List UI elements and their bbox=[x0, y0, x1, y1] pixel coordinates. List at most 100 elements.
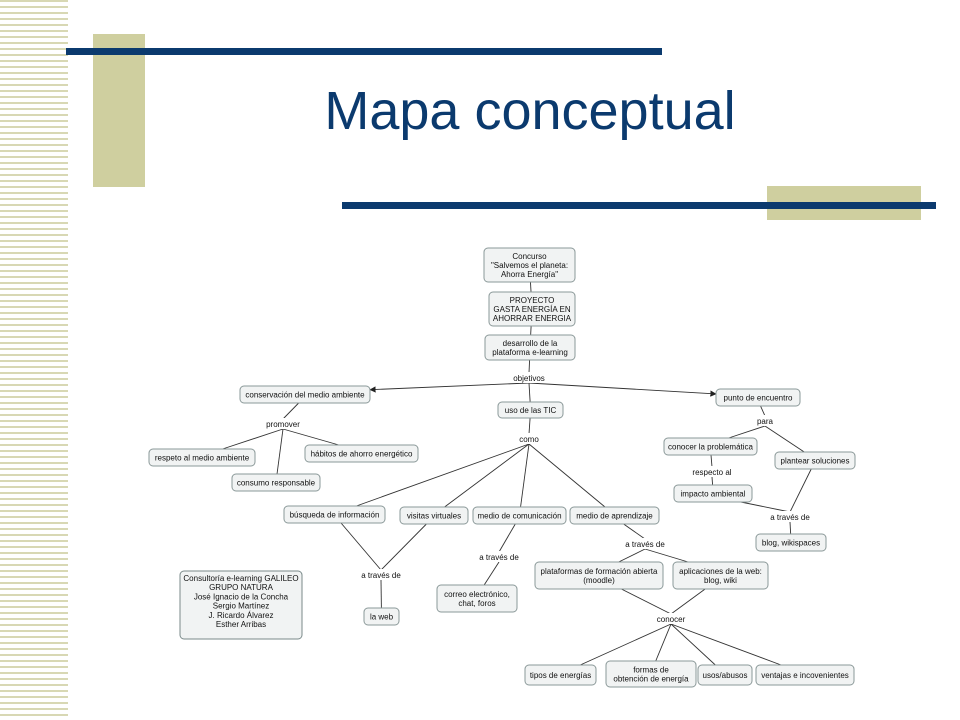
link-label-atraves_blog: a través de bbox=[770, 513, 810, 522]
concept-node-text-concurso: Concurso bbox=[512, 252, 547, 261]
edge-promover-to-habitos bbox=[282, 428, 340, 446]
concept-node-text-visitas: visitas virtuales bbox=[407, 512, 461, 521]
concept-node-usos: usos/abusos bbox=[697, 664, 753, 686]
link-label-objetivos: objetivos bbox=[513, 374, 545, 383]
concept-node-text-proyecto: PROYECTO bbox=[510, 296, 555, 305]
concept-node-text-tipos: tipos de energías bbox=[530, 671, 591, 680]
concept-node-correo: correo electrónico,chat, foros bbox=[436, 584, 518, 613]
edge-como-to-busqueda bbox=[356, 443, 530, 507]
concept-node-medio_com: medio de comunicación bbox=[472, 506, 567, 525]
concept-node-text-formas: obtención de energía bbox=[613, 675, 689, 684]
concept-node-text-aplicaciones: aplicaciones de la web: bbox=[679, 567, 762, 576]
edge-punto-to-para bbox=[760, 405, 766, 417]
concept-node-box-correo bbox=[436, 584, 518, 613]
edge-conservacion-to-promover bbox=[282, 402, 299, 420]
link-label-bg-atraves_web bbox=[354, 569, 408, 580]
concept-node-text-consumo: consumo responsable bbox=[237, 479, 316, 488]
concept-node-text-formas: formas de bbox=[633, 666, 669, 675]
concept-node-text-punto: punto de encuentro bbox=[724, 394, 793, 403]
edge-medio_apr-to-atraves_apr bbox=[623, 523, 646, 540]
edge-impacto-to-atraves_blog bbox=[740, 501, 791, 513]
edge-conocer-to-tipos bbox=[580, 623, 672, 666]
edge-atraves_com-to-correo bbox=[483, 561, 500, 586]
title-bar-top bbox=[66, 48, 662, 55]
concept-node-box-conocer_prob bbox=[663, 437, 758, 456]
concept-node-box-plataformas bbox=[534, 561, 664, 590]
concept-node-aplicaciones: aplicaciones de la web:blog, wiki bbox=[672, 561, 769, 590]
concept-node-text-medio_apr: medio de aprendizaje bbox=[576, 512, 653, 521]
link-label-bg-promover bbox=[262, 418, 304, 429]
concept-node-box-visitas bbox=[399, 506, 469, 525]
concept-node-text-conservacion: conservación del medio ambiente bbox=[245, 391, 365, 400]
link-label-conocer: conocer bbox=[657, 615, 686, 624]
concept-node-box-medio_com bbox=[472, 506, 567, 525]
edge-conocer_prob-to-respecto bbox=[710, 454, 713, 468]
link-label-para: para bbox=[757, 417, 774, 426]
credits-line: GRUPO NATURA bbox=[209, 583, 274, 592]
concept-node-blog: blog, wikispaces bbox=[755, 533, 827, 552]
link-label-bg-conocer bbox=[652, 613, 690, 624]
concept-node-text-uso_tic: uso de las TIC bbox=[505, 406, 557, 415]
concept-node-text-correo: chat, foros bbox=[458, 599, 495, 608]
link-label-bg-objetivos bbox=[506, 372, 552, 383]
concept-node-medio_apr: medio de aprendizaje bbox=[569, 506, 660, 525]
credits-box-frame bbox=[179, 570, 303, 640]
concept-node-box-blog bbox=[755, 533, 827, 552]
concept-node-text-blog: blog, wikispaces bbox=[762, 539, 820, 548]
concept-node-box-la_web bbox=[363, 607, 400, 626]
concept-node-text-conocer_prob: conocer la problemática bbox=[668, 443, 753, 452]
concept-node-conocer_prob: conocer la problemática bbox=[663, 437, 758, 456]
link-label-respecto: respecto al bbox=[692, 468, 731, 477]
concept-node-text-proyecto: GASTA ENERGÍA EN bbox=[493, 305, 570, 314]
credits-line: J. Ricardo Álvarez bbox=[209, 611, 274, 620]
concept-node-box-formas bbox=[605, 660, 697, 688]
concept-node-text-medio_com: medio de comunicación bbox=[477, 512, 561, 521]
edge-atraves_blog-to-blog bbox=[789, 521, 792, 535]
edge-para-to-conocer_prob bbox=[728, 425, 766, 439]
striped-margin-decoration bbox=[0, 0, 68, 720]
link-label-atraves_com: a través de bbox=[479, 553, 519, 562]
concept-node-consumo: consumo responsable bbox=[231, 473, 321, 492]
concept-node-text-aplicaciones: blog, wiki bbox=[704, 576, 737, 585]
credits-line: Sergio Martínez bbox=[213, 602, 269, 611]
edge-uso_tic-to-como bbox=[528, 417, 531, 435]
concept-node-box-punto bbox=[715, 388, 801, 407]
concept-node-la_web: la web bbox=[363, 607, 400, 626]
edge-concurso-to-proyecto bbox=[530, 281, 532, 293]
concept-node-punto: punto de encuentro bbox=[715, 388, 801, 407]
concept-node-box-busqueda bbox=[283, 505, 386, 524]
edge-objetivos-to-punto bbox=[528, 382, 717, 397]
concept-node-box-aplicaciones bbox=[672, 561, 769, 590]
concept-node-box-concurso bbox=[483, 247, 576, 283]
concept-node-box-proyecto bbox=[488, 291, 576, 327]
concept-node-box-usos bbox=[697, 664, 753, 686]
slide-title: Mapa conceptual bbox=[324, 81, 736, 141]
concept-node-respeto: respeto al medio ambiente bbox=[148, 448, 256, 467]
concept-node-text-plataformas: plataformas de formación abierta bbox=[541, 567, 659, 576]
concept-node-text-plantear: plantear soluciones bbox=[781, 457, 850, 466]
link-label-bg-como bbox=[517, 433, 541, 444]
concept-node-text-concurso: "Salvemos el planeta: bbox=[491, 261, 568, 270]
edge-medio_com-to-atraves_com bbox=[498, 523, 516, 553]
concept-node-conservacion: conservación del medio ambiente bbox=[239, 385, 371, 404]
concept-node-habitos: hábitos de ahorro energético bbox=[304, 444, 419, 463]
concept-node-text-ventajas: ventajas e incovenientes bbox=[761, 671, 849, 680]
concept-node-box-plantear bbox=[774, 451, 856, 470]
edge-conocer-to-formas bbox=[655, 623, 672, 662]
concept-node-plataformas: plataformas de formación abierta(moodle) bbox=[534, 561, 664, 590]
edge-visitas-to-atraves_web bbox=[380, 523, 427, 571]
accent-block-top-left bbox=[93, 34, 145, 187]
edge-conocer-to-ventajas bbox=[670, 623, 782, 666]
concept-node-text-desarrollo: desarrollo de la bbox=[503, 339, 558, 348]
concept-node-impacto: impacto ambiental bbox=[673, 484, 753, 503]
concept-node-box-medio_apr bbox=[569, 506, 660, 525]
concept-node-box-ventajas bbox=[755, 664, 855, 686]
link-label-bg-respecto bbox=[685, 466, 739, 477]
concept-node-text-plataformas: (moodle) bbox=[583, 576, 615, 585]
edge-objetivos-to-conservacion bbox=[369, 382, 530, 393]
link-label-bg-para bbox=[753, 415, 777, 426]
concept-map-nodes: Concurso"Salvemos el planeta:Ahorra Ener… bbox=[148, 247, 856, 688]
